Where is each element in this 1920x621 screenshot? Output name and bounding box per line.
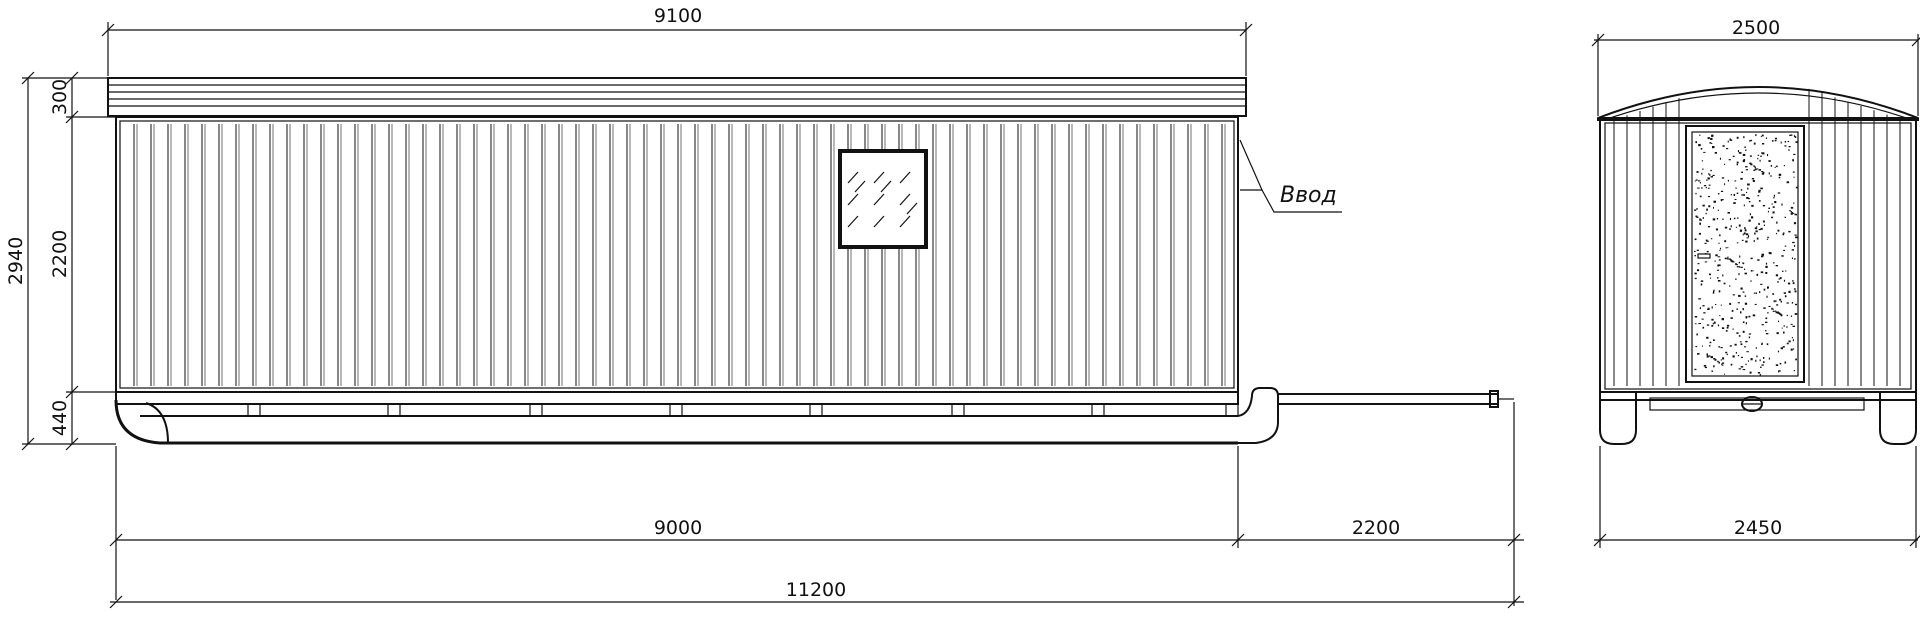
dimension-lines	[21, 22, 1920, 609]
dim-body-length: 9000	[654, 517, 702, 539]
dim-top-width: 9100	[654, 5, 702, 27]
dim-wall-height: 2200	[49, 230, 71, 278]
entrance-leader: Ввод	[1239, 139, 1342, 213]
door-texture	[1694, 134, 1798, 376]
wall-panel	[115, 116, 1239, 393]
dim-sled-height: 440	[49, 400, 71, 436]
dim-roof-height: 300	[49, 79, 71, 115]
roof	[107, 77, 1247, 120]
window	[838, 149, 928, 249]
dim-end-bottom-width: 2450	[1734, 517, 1782, 539]
entrance-label: Ввод	[1280, 183, 1337, 208]
dim-total-length: 11200	[786, 579, 846, 601]
dimension-values: 9100 300 2200 2940 440 9000 2200 11200 2…	[5, 5, 1782, 601]
dim-end-top-width: 2500	[1732, 17, 1780, 39]
side-elevation: Ввод	[107, 77, 1514, 445]
end-skids	[1599, 391, 1917, 445]
end-elevation	[1597, 86, 1919, 445]
sled-frame	[114, 387, 1514, 445]
end-corrugation-ribs	[1613, 88, 1901, 386]
corrugation-ribs	[133, 124, 1226, 386]
door	[1685, 125, 1805, 383]
dim-drawbar-length: 2200	[1352, 517, 1400, 539]
dim-overall-height: 2940	[5, 237, 27, 285]
